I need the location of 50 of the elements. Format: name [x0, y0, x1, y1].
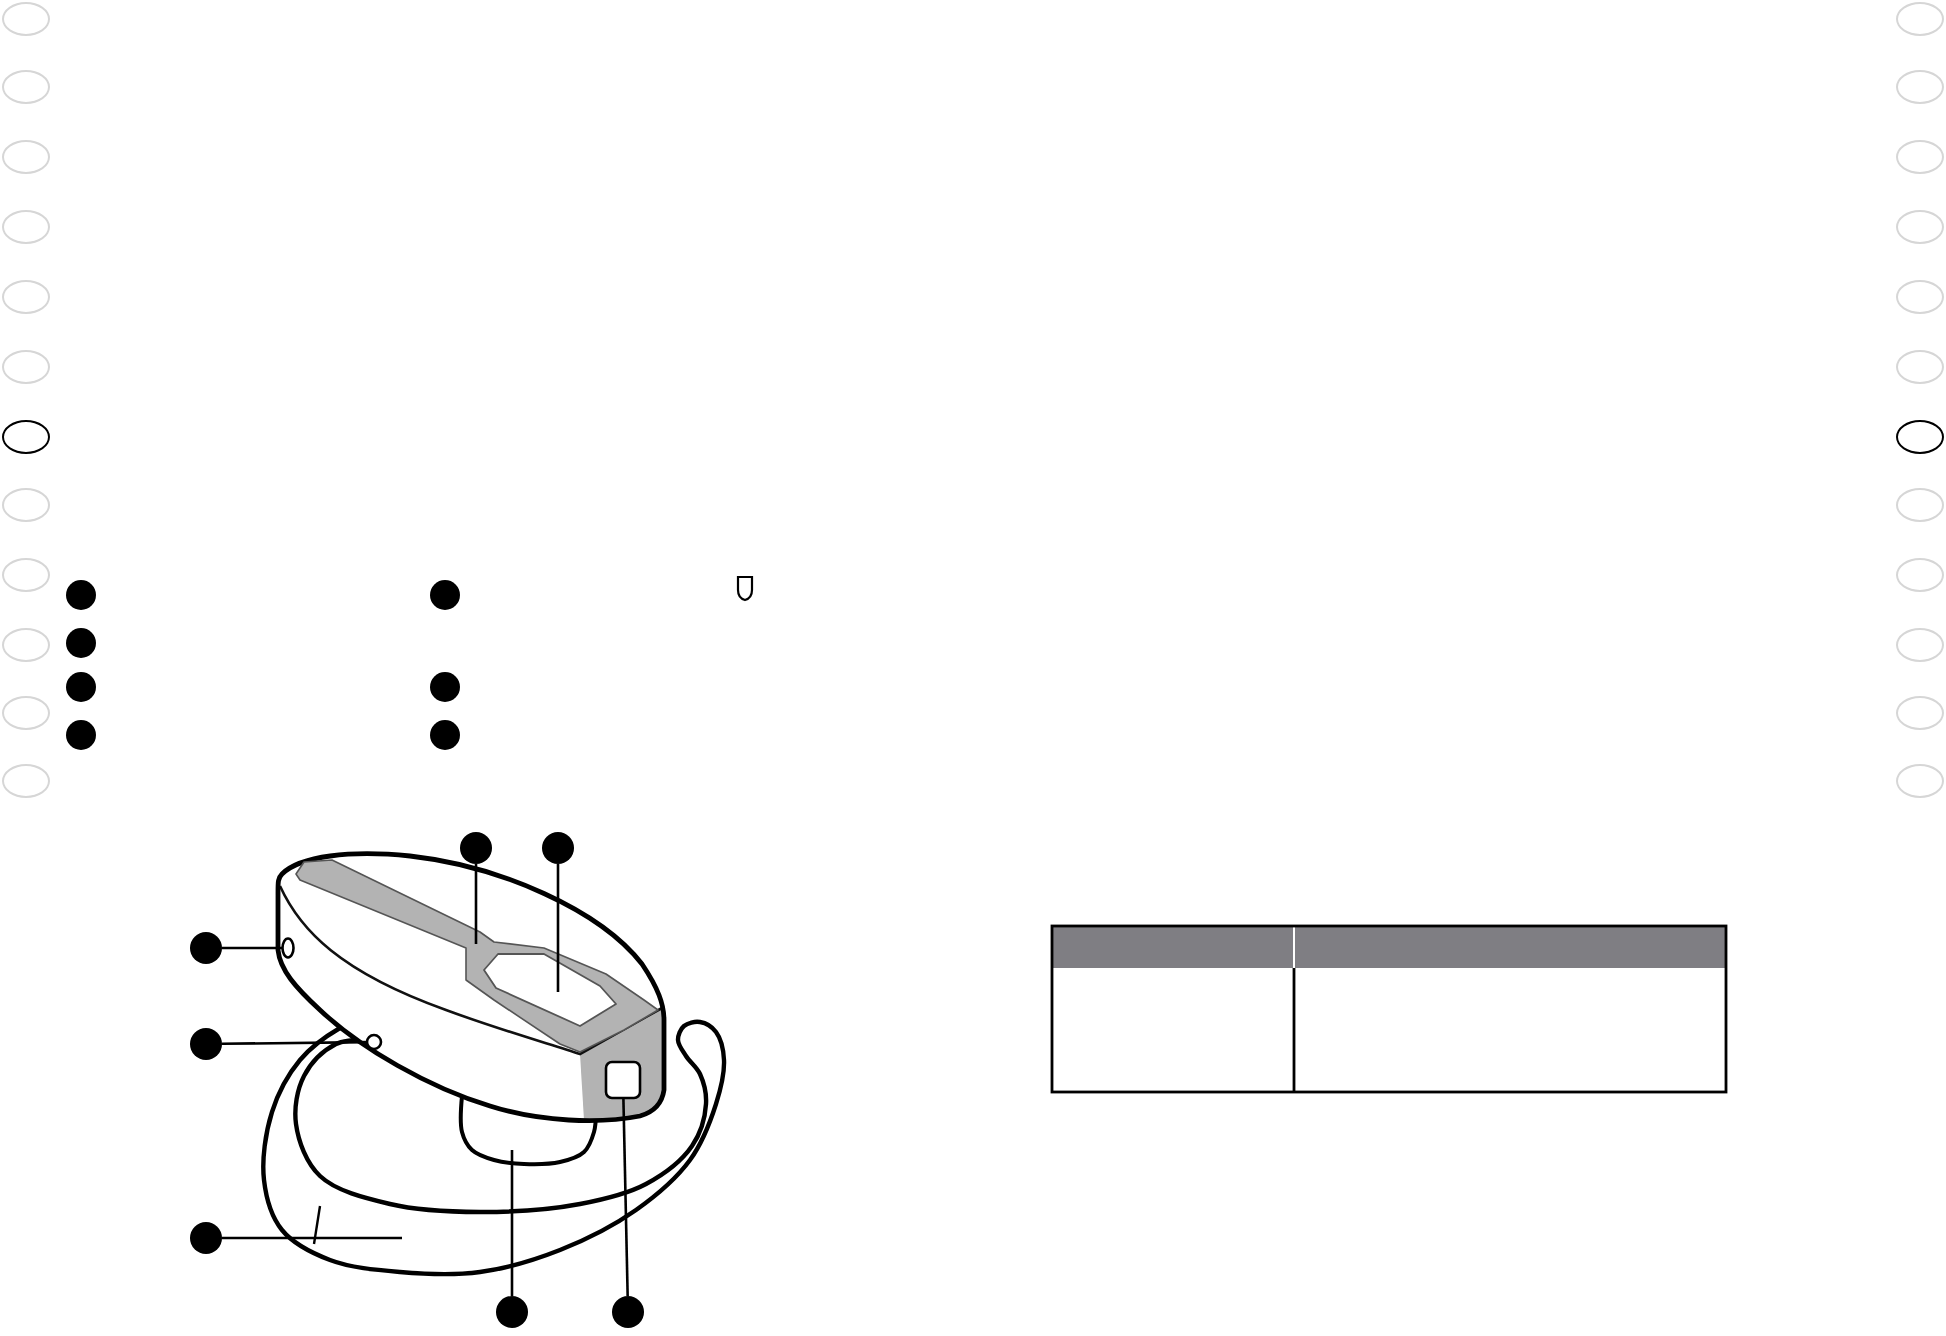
bullet-dot-icon: [65, 579, 95, 609]
page-tab-icon: [1896, 419, 1944, 453]
side-button: [281, 937, 295, 959]
bullet-dot-icon: [429, 579, 459, 609]
page-tab-icon: [2, 557, 50, 591]
page-tab-icon: [1896, 627, 1944, 661]
page-tab-icon: [2, 487, 50, 521]
leader-line: [622, 1097, 629, 1297]
page-tab-icon: [2, 69, 50, 103]
page-tab-icon: [2, 763, 50, 797]
callout-dot-icon: [496, 1296, 528, 1328]
page-tab-icon: [2, 627, 50, 661]
page-tab-icon: [2, 419, 50, 453]
callout-dot-icon: [460, 832, 492, 864]
top-stripe: [295, 859, 659, 1053]
callout-dot-icon: [190, 1028, 222, 1060]
page-tab-icon: [1896, 279, 1944, 313]
callout-dot-icon: [190, 932, 222, 964]
page-tab-icon: [1896, 209, 1944, 243]
bullet-dot-icon: [429, 719, 459, 749]
leader-line: [222, 1236, 402, 1240]
bullet-dot-icon: [65, 719, 95, 749]
front-button: [604, 1060, 642, 1100]
side-port: [365, 1033, 383, 1051]
page-tab-icon: [1896, 349, 1944, 383]
page-tab-icon: [2, 279, 50, 313]
bullet-dot-icon: [65, 671, 95, 701]
top-panel: [483, 953, 617, 1027]
callout-dot-icon: [612, 1296, 644, 1328]
earhook: [261, 1017, 727, 1277]
bullet-dot-icon: [65, 627, 95, 657]
page-tab-icon: [1896, 557, 1944, 591]
page-tab-icon: [2, 349, 50, 383]
callout-dot-icon: [542, 832, 574, 864]
leader-line: [474, 864, 478, 944]
leader-line: [510, 1150, 514, 1296]
leader-line: [222, 946, 283, 950]
page-tab-icon: [2, 695, 50, 729]
page-tab-icon: [1896, 69, 1944, 103]
bullet-dot-icon: [429, 671, 459, 701]
page-tab-icon: [1896, 139, 1944, 173]
page-tab-icon: [1896, 487, 1944, 521]
page-tab-icon: [2, 1, 50, 35]
page-tab-icon: [1896, 763, 1944, 797]
leader-line: [556, 864, 560, 992]
callout-dot-icon: [190, 1222, 222, 1254]
page-tab-icon: [1896, 695, 1944, 729]
page-tab-icon: [2, 209, 50, 243]
page-tab-icon: [1896, 1, 1944, 35]
page-tab-icon: [2, 139, 50, 173]
